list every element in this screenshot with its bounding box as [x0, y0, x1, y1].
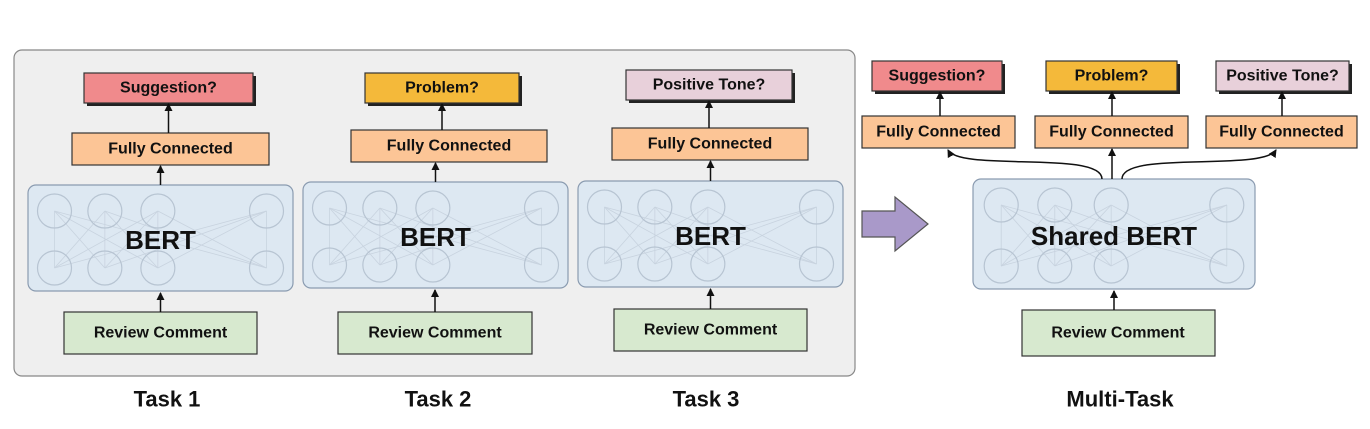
neuron-icon — [1093, 187, 1129, 223]
fully-connected-label: Fully Connected — [1049, 124, 1173, 141]
neuron-icon — [362, 190, 398, 226]
multi-task-head-2: Problem? Fully Connected — [1034, 60, 1189, 149]
fully-connected-label: Fully Connected — [1219, 124, 1343, 141]
fully-connected-box — [350, 129, 548, 163]
arrow-encoder-to-fc-left — [947, 149, 1103, 180]
neuron-icon — [36, 193, 73, 229]
input-label: Review Comment — [368, 325, 502, 342]
input-box — [63, 311, 258, 355]
encoder-label: BERT — [400, 222, 471, 252]
input-label: Review Comment — [1051, 325, 1185, 342]
input-box — [613, 308, 808, 352]
output-label: Problem? — [405, 80, 479, 97]
output-box — [83, 72, 256, 106]
encoder-block: BERT — [302, 181, 569, 289]
fully-connected-label: Fully Connected — [648, 136, 772, 153]
input-label: Review Comment — [644, 322, 778, 339]
task-caption: Task 2 — [405, 387, 472, 412]
fully-connected-box — [861, 115, 1016, 149]
output-label: Positive Tone? — [653, 77, 766, 94]
neuron-icon — [36, 250, 73, 286]
fully-connected-box — [71, 132, 270, 166]
output-label: Suggestion? — [889, 68, 986, 85]
neuron-icon — [1209, 248, 1245, 284]
neuron-icon — [586, 189, 623, 225]
neuron-icon — [415, 247, 451, 283]
output-label: Positive Tone? — [1226, 68, 1339, 85]
neuron-icon — [87, 250, 123, 286]
neuron-icon — [87, 193, 123, 229]
fully-connected-box — [1205, 115, 1358, 149]
neuron-icon — [523, 247, 560, 283]
output-box — [364, 72, 522, 106]
input-box — [1021, 309, 1216, 357]
neuron-icon — [248, 193, 285, 229]
neuron-icon — [311, 247, 348, 283]
neuron-icon — [523, 190, 560, 226]
neuron-icon — [637, 189, 673, 225]
input-label: Review Comment — [94, 325, 228, 342]
task-caption: Multi-Task — [1066, 387, 1174, 412]
output-box — [1215, 60, 1352, 94]
fully-connected-label: Fully Connected — [387, 138, 511, 155]
arrow-encoder-to-fc-right — [1121, 149, 1277, 180]
neuron-icon — [1037, 248, 1073, 284]
multi-task-head-1: Suggestion? Fully Connected — [861, 60, 1016, 149]
encoder-block: BERT — [27, 184, 294, 292]
task-caption: Task 1 — [134, 387, 201, 412]
neuron-icon — [362, 247, 398, 283]
neuron-icon — [690, 246, 726, 282]
encoder-block: Shared BERT — [972, 178, 1256, 290]
neuron-icon — [1093, 248, 1129, 284]
fully-connected-label: Fully Connected — [876, 124, 1000, 141]
multi-task-head-3: Positive Tone? Fully Connected — [1205, 60, 1358, 149]
task-caption: Task 3 — [673, 387, 740, 412]
encoder-label: Shared BERT — [1031, 221, 1197, 251]
neuron-icon — [1037, 187, 1073, 223]
neuron-icon — [140, 193, 176, 229]
neuron-icon — [248, 250, 285, 286]
input-box — [337, 311, 533, 355]
fully-connected-label: Fully Connected — [108, 141, 232, 158]
output-label: Problem? — [1075, 68, 1149, 85]
neuron-icon — [798, 246, 835, 282]
neuron-icon — [637, 246, 673, 282]
neuron-icon — [311, 190, 348, 226]
fully-connected-box — [611, 127, 809, 161]
neuron-icon — [690, 189, 726, 225]
output-label: Suggestion? — [120, 80, 217, 97]
neuron-icon — [798, 189, 835, 225]
neuron-icon — [140, 250, 176, 286]
transition-arrow-icon — [861, 195, 929, 253]
neuron-icon — [983, 187, 1019, 223]
encoder-label: BERT — [125, 225, 196, 255]
neuron-icon — [415, 190, 451, 226]
output-box — [871, 60, 1005, 94]
output-box — [625, 69, 795, 103]
neuron-icon — [983, 248, 1019, 284]
encoder-label: BERT — [675, 221, 746, 251]
output-box — [1045, 60, 1180, 94]
neuron-icon — [1209, 187, 1245, 223]
neuron-icon — [586, 246, 623, 282]
encoder-block: BERT — [577, 180, 844, 288]
